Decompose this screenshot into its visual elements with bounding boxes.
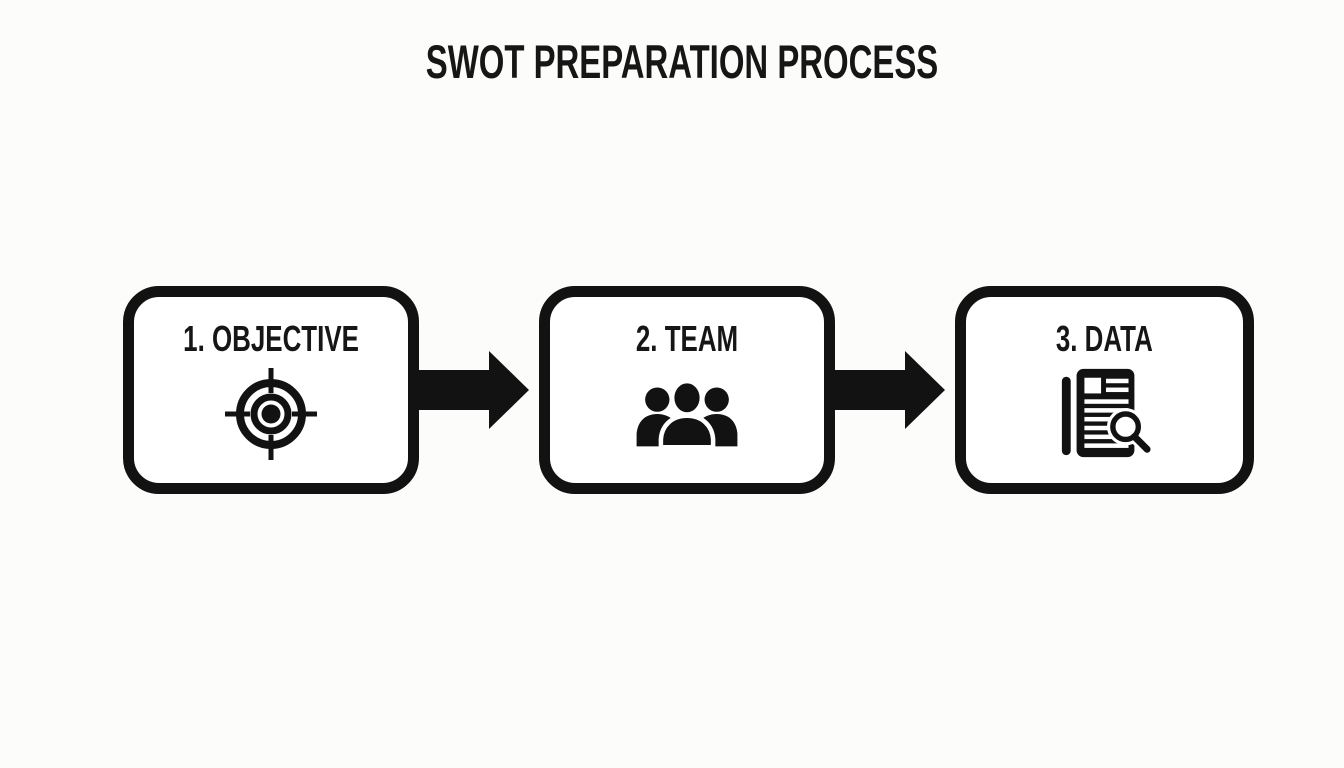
step-label: 2. TEAM bbox=[635, 318, 739, 359]
step-box-objective: 1. OBJECTIVE bbox=[123, 286, 419, 494]
step-box-team: 2. TEAM bbox=[539, 286, 835, 494]
step-box-data: 3. DATA bbox=[955, 286, 1254, 494]
arrow-right-icon bbox=[419, 350, 539, 430]
step-icon-area bbox=[1056, 360, 1155, 483]
document-search-icon bbox=[1056, 365, 1155, 468]
flow-connector bbox=[419, 350, 539, 430]
team-icon bbox=[633, 378, 741, 455]
step-label: 3. DATA bbox=[1056, 318, 1153, 359]
step-icon-area bbox=[223, 360, 319, 483]
step-icon-area bbox=[633, 360, 741, 483]
process-flow-row: 1. OBJECTIVE bbox=[123, 286, 1254, 494]
step-label: 1. OBJECTIVE bbox=[183, 318, 359, 359]
diagram-title: SWOT PREPARATION PROCESS bbox=[425, 35, 939, 88]
target-icon bbox=[223, 366, 319, 467]
flow-connector bbox=[835, 350, 955, 430]
arrow-right-icon bbox=[835, 350, 955, 430]
